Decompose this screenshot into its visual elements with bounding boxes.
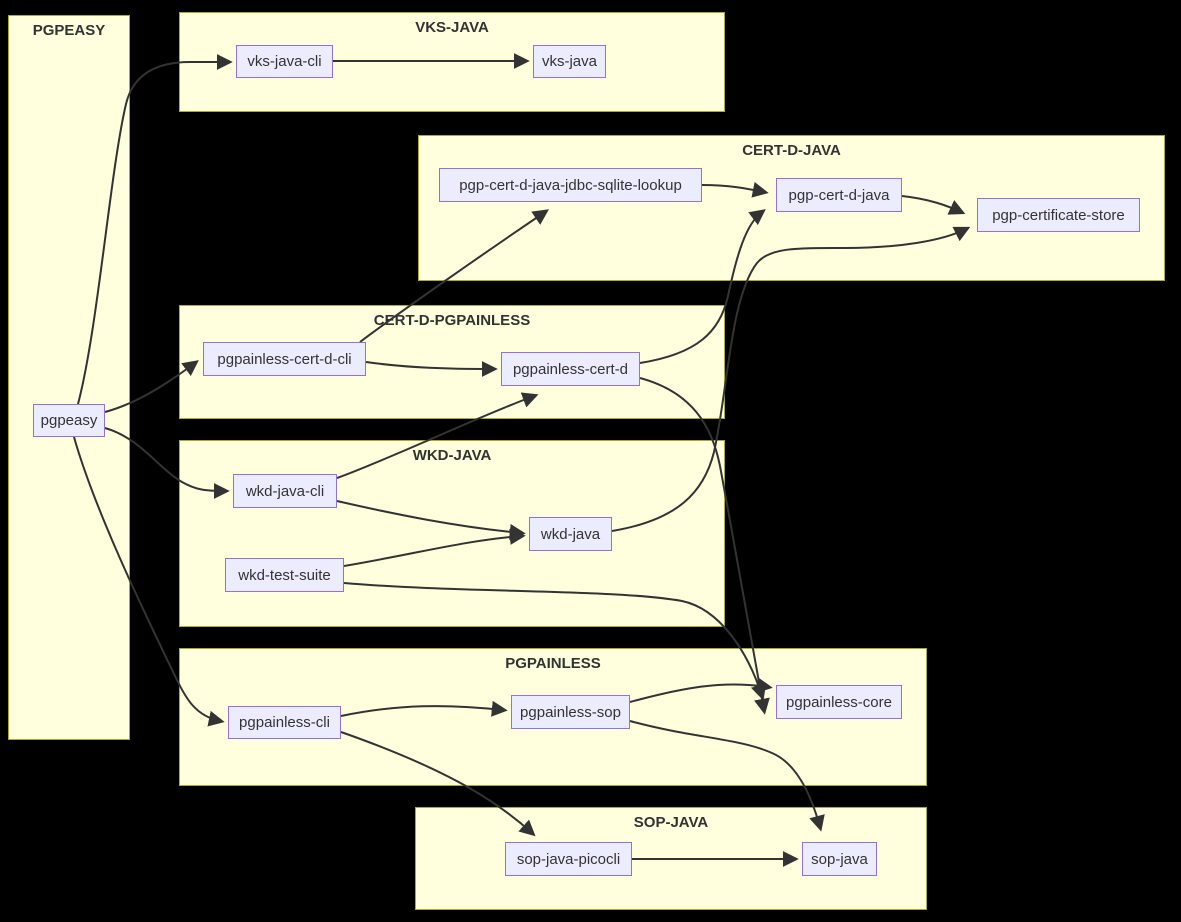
subgraph-wkd-java: WKD-JAVA xyxy=(179,440,725,627)
subgraph-cert-d-pgpainless-label: CERT-D-PGPAINLESS xyxy=(373,312,531,329)
subgraph-wkd-java-label: WKD-JAVA xyxy=(412,447,492,464)
subgraph-cert-d-java-label: CERT-D-JAVA xyxy=(742,142,841,159)
node-wkd-test-suite: wkd-test-suite xyxy=(225,558,344,592)
subgraph-pgpeasy-label: PGPEASY xyxy=(32,22,106,39)
node-vks-java-cli: vks-java-cli xyxy=(236,45,333,78)
subgraph-sop-java-label: SOP-JAVA xyxy=(633,814,709,831)
node-sop-java: sop-java xyxy=(802,842,877,876)
node-pgpainless-core: pgpainless-core xyxy=(776,685,902,719)
node-pgp-cert-d-java-jdbc-sqlite-lookup: pgp-cert-d-java-jdbc-sqlite-lookup xyxy=(439,168,702,202)
node-pgpainless-cli: pgpainless-cli xyxy=(228,706,341,739)
node-vks-java: vks-java xyxy=(533,45,606,78)
subgraph-vks-java-label: VKS-JAVA xyxy=(415,19,489,36)
node-sop-java-picocli: sop-java-picocli xyxy=(505,842,632,876)
node-pgpainless-cert-d: pgpainless-cert-d xyxy=(501,352,640,386)
node-wkd-java: wkd-java xyxy=(529,517,612,551)
node-pgpainless-cert-d-cli: pgpainless-cert-d-cli xyxy=(203,342,366,376)
node-pgpainless-sop: pgpainless-sop xyxy=(511,695,630,729)
node-pgpeasy: pgpeasy xyxy=(33,404,105,437)
node-pgp-cert-d-java: pgp-cert-d-java xyxy=(776,178,902,212)
subgraph-pgpeasy: PGPEASY xyxy=(8,15,130,740)
node-wkd-java-cli: wkd-java-cli xyxy=(233,474,337,508)
subgraph-pgpainless-label: PGPAINLESS xyxy=(505,655,601,672)
node-pgp-certificate-store: pgp-certificate-store xyxy=(977,198,1140,232)
